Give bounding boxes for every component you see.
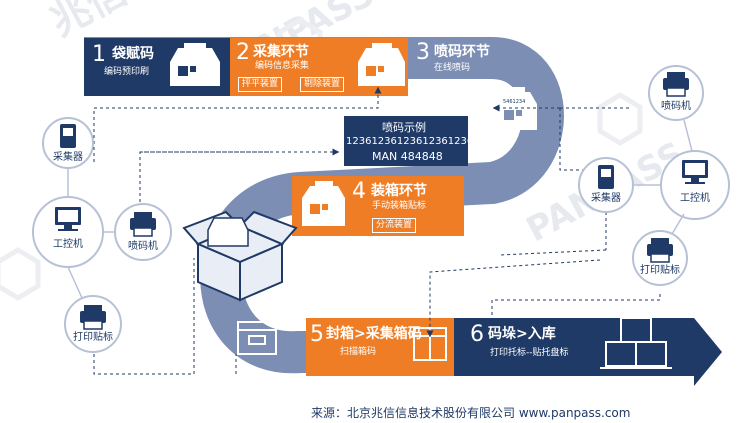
- step-4-subtitle: 手动装箱贴标: [372, 201, 427, 211]
- step-1-subtitle: 编码预印刷: [104, 67, 150, 77]
- example-title: 喷码示例: [382, 121, 426, 134]
- bag-code-label: 5461234: [503, 99, 526, 105]
- step-2-number: 2: [236, 40, 250, 65]
- connector-lines: [93, 86, 661, 375]
- right-computer-label: 工控机: [680, 193, 710, 204]
- right-label-printer-label: 打印贴标: [640, 265, 680, 276]
- right-printer-label: 喷码机: [661, 101, 691, 112]
- collector-icon: [60, 124, 76, 148]
- step-6-subtitle: 打印托标--贴托盘标: [490, 348, 569, 358]
- step-5-number: 5: [310, 322, 324, 347]
- step-3-subtitle: 在线喷码: [434, 63, 471, 73]
- step-2-subtitle: 编码信息采集: [255, 61, 310, 71]
- label-printer-icon: [80, 305, 106, 330]
- example-line-2: MAN 484848: [372, 150, 443, 163]
- step-4-tag-divert: 分流装置: [372, 218, 417, 233]
- computer-icon: [682, 160, 708, 184]
- step-5-title: 封箱>采集箱码: [326, 326, 422, 342]
- step-2-tag-reject: 剔除装置: [300, 77, 345, 92]
- left-computer-label: 工控机: [53, 239, 83, 250]
- step-3-number: 3: [416, 40, 430, 65]
- step-3-title: 喷码环节: [434, 44, 490, 60]
- computer-icon: [55, 207, 81, 231]
- pallet-icon: [600, 317, 672, 369]
- printer-icon: [663, 72, 689, 97]
- source-caption: 来源：北京兆信信息技术股份有限公司 www.panpass.com: [311, 406, 631, 420]
- step-4-title: 装箱环节: [371, 183, 427, 199]
- right-collector-label: 采集器: [591, 193, 621, 204]
- left-printer-label: 喷码机: [128, 241, 158, 252]
- collector-icon: [598, 165, 614, 189]
- step-6-number: 6: [470, 322, 484, 347]
- step-6-title: 码垛>入库: [488, 326, 556, 342]
- bag-icon: [207, 217, 249, 247]
- step-1-title: 袋赋码: [112, 46, 154, 62]
- step-1-number: 1: [92, 42, 106, 67]
- left-label-printer-label: 打印贴标: [73, 332, 113, 343]
- bag-icon: [170, 43, 220, 86]
- step-4-number: 4: [352, 179, 366, 204]
- example-line-1: 12361236123612361236: [346, 136, 474, 147]
- label-printer-icon: [647, 238, 673, 263]
- step-5-subtitle: 扫描箱码: [340, 347, 377, 357]
- road-end-arrow: [694, 318, 722, 386]
- left-collector-label: 采集器: [53, 152, 83, 163]
- example-box: [344, 116, 468, 166]
- box-icon: [237, 321, 277, 355]
- step-2-title: 采集环节: [253, 44, 309, 60]
- printer-icon: [130, 212, 156, 237]
- step-2-tag-flatten: 抨平装置: [238, 77, 283, 92]
